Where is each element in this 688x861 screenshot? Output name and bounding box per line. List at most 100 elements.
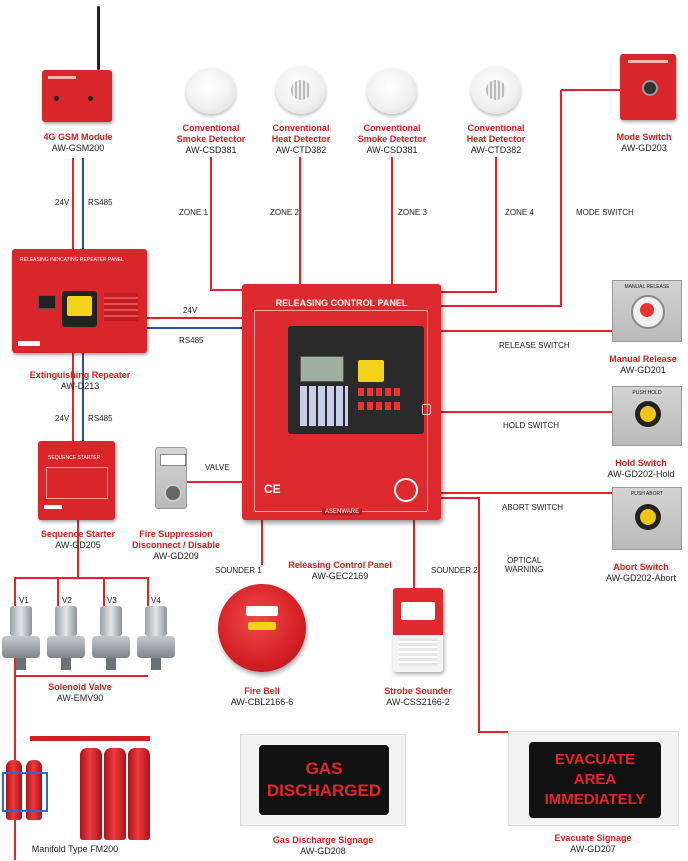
suppression-disconnect <box>155 447 187 509</box>
evacuate-sign: EVACUATE AREA IMMEDIATELY <box>508 731 679 826</box>
wire-label-v2: V2 <box>62 596 72 605</box>
strobe-caption: Strobe Sounder AW-CSS2166-2 <box>373 686 463 708</box>
releasing-control-panel: RELEASING CONTROL PANEL CE ASENWARE <box>242 284 441 520</box>
panel-brand: ASENWARE <box>322 509 363 515</box>
release-button <box>358 360 384 382</box>
hold-switch-name: Hold Switch <box>615 458 667 468</box>
gsm-model: AW-GSM200 <box>51 143 105 153</box>
solenoid-valve-1 <box>2 606 40 670</box>
manual-release-name: Manual Release <box>609 354 677 364</box>
heat-detector-2-caption: Conventional Heat Detector AW-CTD382 <box>451 123 541 156</box>
manifold-caption: Manifold Type FM200 <box>0 844 150 855</box>
hold-switch-model: AW-GD202-Hold <box>607 469 675 479</box>
fm200-cylinder-5 <box>128 748 150 840</box>
gas-sign-name: Gas Discharge Signage <box>272 835 374 845</box>
wire-label-24v-starter: 24V <box>55 414 70 423</box>
wire-label-sounder-2: SOUNDER 2 <box>431 566 478 575</box>
hold-switch-caption: Hold Switch AW-GD202-Hold <box>596 458 686 480</box>
panel-caption: Releasing Control Panel AW-GEC2169 <box>272 560 408 582</box>
suppression-caption: Fire Suppression Disconnect / Disable AW… <box>126 529 226 562</box>
wire-label-rs485-gsm: RS485 <box>88 198 113 207</box>
solenoid-model: AW-EMV90 <box>56 693 104 703</box>
repeater-caption: Extinguishing Repeater AW-D213 <box>10 370 150 392</box>
wire-optical-warning <box>441 497 508 733</box>
wire-label-hold-switch: HOLD SWITCH <box>503 421 559 430</box>
wire-label-zone-1: ZONE 1 <box>179 208 208 217</box>
keypad <box>300 386 348 426</box>
smoke-detector-1-caption: Conventional Smoke Detector AW-CSD381 <box>166 123 256 156</box>
gsm-name: 4G GSM Module <box>43 132 113 142</box>
solenoid-valve-3 <box>92 606 130 670</box>
fire-bell-caption: Fire Bell AW-CBL2166-6 <box>217 686 307 708</box>
ce-mark-icon: CE <box>264 482 281 496</box>
fire-bell <box>218 584 306 672</box>
evac-sign-model: AW-GD207 <box>570 844 616 854</box>
solenoid-valve-2 <box>47 606 85 670</box>
wire-label-24v-repeater: 24V <box>183 306 198 315</box>
mode-switch-model: AW-GD203 <box>621 143 667 153</box>
wire-label-zone-2: ZONE 2 <box>270 208 299 217</box>
wire-label-v1: V1 <box>19 596 29 605</box>
wire-label-sounder-1: SOUNDER 1 <box>215 566 262 575</box>
wire-label-abort-switch: ABORT SWITCH <box>502 503 564 512</box>
fire-bell-model: AW-CBL2166-6 <box>230 697 294 707</box>
manifold-name: Manifold Type FM200 <box>31 844 119 854</box>
evac-sign-name: Evacuate Signage <box>554 833 632 843</box>
wire-label-mode-switch: MODE SWITCH <box>576 208 634 217</box>
solenoid-valve-4 <box>137 606 175 670</box>
strobe-model: AW-CSS2166-2 <box>386 697 450 707</box>
starter-header: SEQUENCE STARTER <box>48 455 101 461</box>
evacuate-text: EVACUATE AREA IMMEDIATELY <box>529 742 661 818</box>
mode-switch-caption: Mode Switch AW-GD203 <box>604 132 684 154</box>
panel-name: Releasing Control Panel <box>288 560 392 570</box>
fm200-cylinder-2 <box>26 760 42 820</box>
smoke-detector-2-caption: Conventional Smoke Detector AW-CSD381 <box>347 123 437 156</box>
repeater-name: Extinguishing Repeater <box>29 370 131 380</box>
gsm-caption: 4G GSM Module AW-GSM200 <box>33 132 123 154</box>
wire-label-optical-warning: OPTICAL WARNING <box>505 556 544 574</box>
hold-switch: PUSH HOLD <box>612 386 682 446</box>
abort-switch-model: AW-GD202-Abort <box>605 573 677 583</box>
wire-label-release-switch: RELEASE SWITCH <box>499 341 570 350</box>
evac-sign-caption: Evacuate Signage AW-GD207 <box>530 833 656 855</box>
smoke-detector-1-name: Conventional Smoke Detector <box>176 123 246 144</box>
wire-label-rs485-starter: RS485 <box>88 414 113 423</box>
mode-switch-name: Mode Switch <box>616 132 672 142</box>
manifold-pipe <box>30 736 150 741</box>
smoke-detector-1 <box>186 68 236 114</box>
sequence-starter: SEQUENCE STARTER <box>38 441 115 520</box>
fm200-cylinder-3 <box>80 748 102 840</box>
gas-discharged-sign: GAS DISCHARGED <box>240 734 406 826</box>
wire-label-24v-gsm: 24V <box>55 198 70 207</box>
heat-detector-2 <box>471 66 521 114</box>
manual-release-model: AW-GD201 <box>620 365 666 375</box>
wire-mode-switch <box>441 89 620 307</box>
fire-bell-name: Fire Bell <box>244 686 280 696</box>
suppression-model: AW-GD209 <box>153 551 199 561</box>
manifold-rack <box>2 772 48 812</box>
panel-display-window <box>288 326 424 434</box>
repeater-header: RELEASING INDICATING REPEATER PANEL <box>20 257 124 263</box>
lcd-screen <box>300 356 344 382</box>
wire-label-zone-3: ZONE 3 <box>398 208 427 217</box>
panel-lock-icon <box>422 404 431 415</box>
abort-switch-name: Abort Switch <box>613 562 669 572</box>
heat-detector-1-caption: Conventional Heat Detector AW-CTD382 <box>256 123 346 156</box>
heat-detector-2-name: Conventional Heat Detector <box>466 123 526 144</box>
wire-label-v3: V3 <box>107 596 117 605</box>
abort-switch-plate: PUSH ABORT <box>630 491 664 497</box>
gas-sign-model: AW-GD208 <box>300 846 346 856</box>
key-icon <box>642 80 658 96</box>
solenoid-caption: Solenoid Valve AW-EMV90 <box>30 682 130 704</box>
manual-release-plate: MANUAL RELEASE <box>624 284 670 290</box>
gas-discharged-text: GAS DISCHARGED <box>259 745 389 815</box>
wire-label-rs485-repeater: RS485 <box>179 336 204 345</box>
starter-caption: Sequence Starter AW-GD205 <box>28 529 128 551</box>
smoke-detector-2-name: Conventional Smoke Detector <box>357 123 427 144</box>
fm200-cylinder-4 <box>104 748 126 840</box>
fm200-cylinder-1 <box>6 760 22 820</box>
wire-label-valve: VALVE <box>205 463 230 472</box>
key-switch-icon <box>164 484 182 502</box>
gsm-module <box>42 70 112 122</box>
